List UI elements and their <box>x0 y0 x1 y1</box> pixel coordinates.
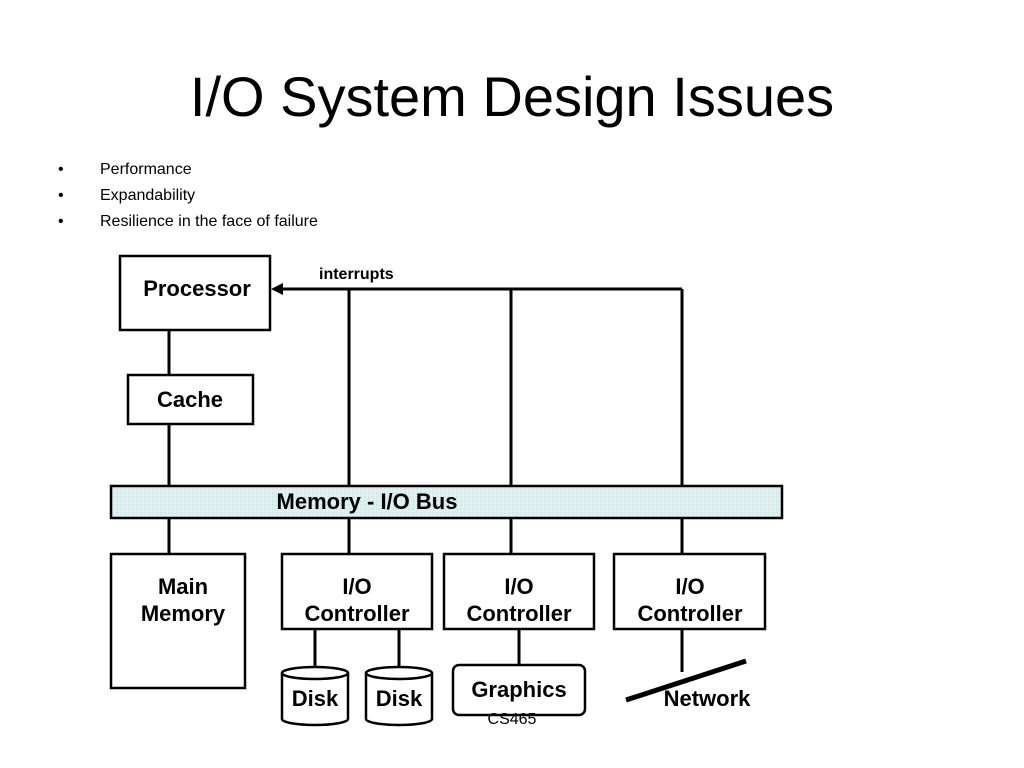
network-cable <box>625 658 747 703</box>
bullet-text: Performance <box>100 161 192 178</box>
bullet-item: • Performance <box>58 157 318 183</box>
graphics-box <box>451 663 587 717</box>
disk-2-body <box>364 673 434 727</box>
memory-io-bus <box>109 484 784 520</box>
io-controller-1-line2: Controller <box>304 601 410 626</box>
disk-1: Disk <box>280 665 350 727</box>
bullet-text: Expandability <box>100 187 196 204</box>
io-controller-3-line2: Controller <box>637 601 743 626</box>
bullet-item: • Resilience in the face of failure <box>58 209 318 235</box>
disk-1-top <box>280 665 350 681</box>
disk-1-body <box>280 673 350 727</box>
bullet-item: • Expandability <box>58 183 318 209</box>
io-controller-2-line2: Controller <box>466 601 572 626</box>
slide-title: I/O System Design Issues <box>189 65 835 128</box>
processor-label: Processor <box>143 276 251 301</box>
bullet-dot: • <box>58 161 64 178</box>
graphics-label: Graphics <box>471 677 566 702</box>
disk-2-top <box>364 665 434 681</box>
io-controller-3-box <box>612 552 767 631</box>
io-controller-1-box <box>280 552 434 631</box>
io-controller-1-line1: I/O <box>342 574 371 599</box>
io-controller-2-box <box>442 552 596 631</box>
connector-lines <box>167 287 747 703</box>
main-memory-box <box>109 552 247 690</box>
interrupt-arrowhead <box>271 283 283 295</box>
main-memory-label-line2: Memory <box>141 601 226 626</box>
interrupts-label: interrupts <box>319 266 394 283</box>
io-controller-3-line1: I/O <box>675 574 704 599</box>
bullet-dot: • <box>58 187 64 204</box>
cache-label: Cache <box>157 387 223 412</box>
bullet-list: • Performance • Expandability • Resilien… <box>58 157 318 235</box>
bus-label: Memory - I/O Bus <box>277 489 458 514</box>
disk-2: Disk <box>364 665 434 727</box>
disk-2-label: Disk <box>376 686 423 711</box>
footer-label: CS465 <box>488 711 537 728</box>
processor-box <box>118 254 272 332</box>
disk-1-label: Disk <box>292 686 339 711</box>
io-controller-2-line1: I/O <box>504 574 533 599</box>
main-memory-label-line1: Main <box>158 574 208 599</box>
bullet-dot: • <box>58 213 64 230</box>
bullet-text: Resilience in the face of failure <box>100 213 318 230</box>
network-label: Network <box>664 686 752 711</box>
cache-box <box>126 373 255 426</box>
